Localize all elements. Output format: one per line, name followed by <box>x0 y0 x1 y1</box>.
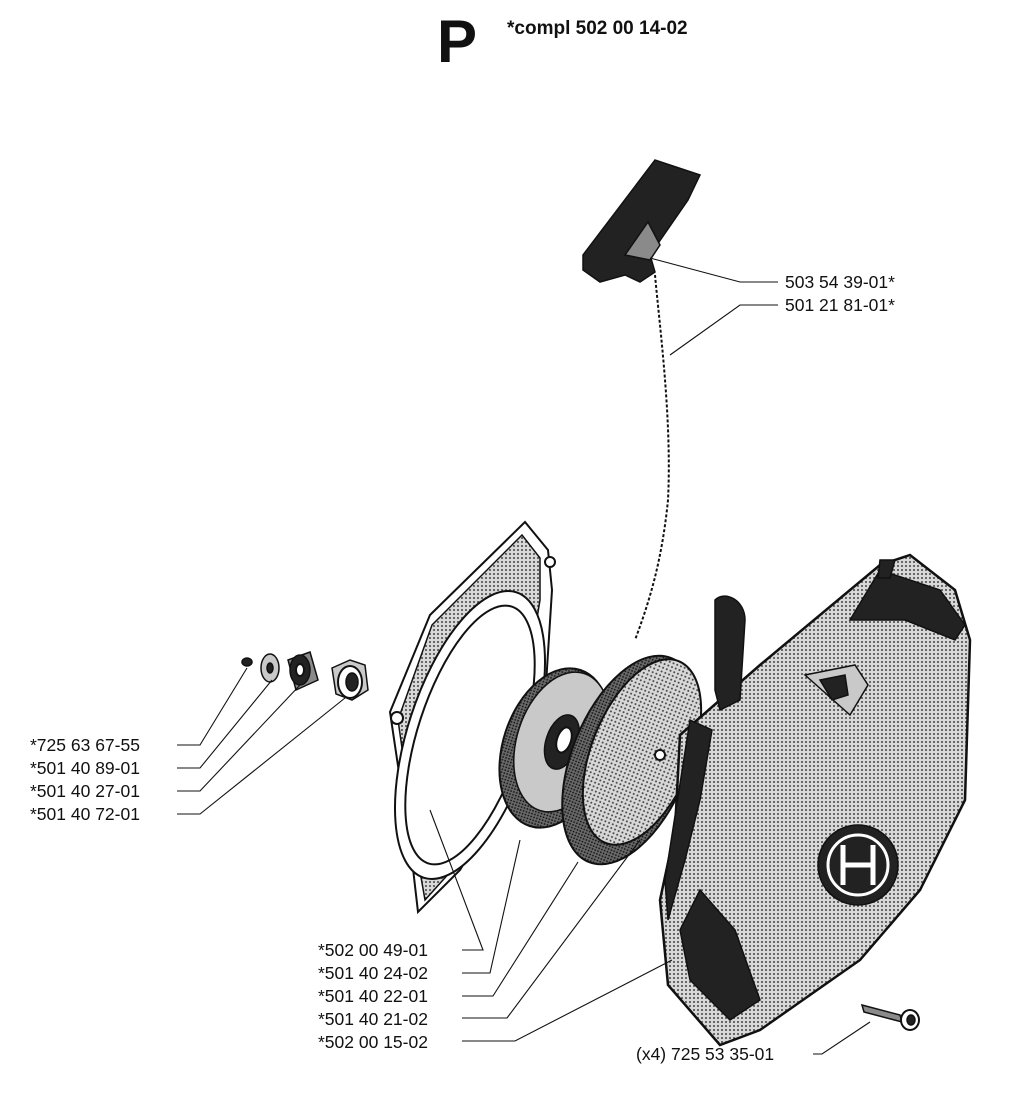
leader-lines <box>177 257 871 1055</box>
part-label-bolt: (x4) 725 53 35-01 <box>636 1044 774 1064</box>
part-label-rope: 501 21 81-01* <box>785 295 895 315</box>
part-label-pulley: *501 40 24-02 <box>318 963 428 983</box>
assembly-label: *compl 502 00 14-02 <box>507 18 688 39</box>
section-letter: P <box>437 8 478 75</box>
part-labels: 503 54 39-01* 501 21 81-01* *725 63 67-5… <box>30 272 895 1064</box>
part-label-plate: *502 00 49-01 <box>318 940 428 960</box>
part-label-handle: 503 54 39-01* <box>785 272 895 292</box>
part-label-washer: *501 40 89-01 <box>30 758 140 778</box>
recoil-spring <box>561 654 703 866</box>
starter-handle <box>582 159 702 283</box>
part-label-sleeve: *501 40 72-01 <box>30 804 140 824</box>
part-label-bushing: *501 40 27-01 <box>30 781 140 801</box>
starter-rope <box>634 274 670 641</box>
part-label-spring-cup: *501 40 21-02 <box>318 1009 428 1029</box>
cover-bolt <box>860 1003 920 1031</box>
screw-set <box>241 651 369 701</box>
part-label-cover: *502 00 15-02 <box>318 1032 428 1052</box>
part-label-screw: *725 63 67-55 <box>30 735 140 755</box>
part-label-spring: *501 40 22-01 <box>318 986 428 1006</box>
fan-housing-plate <box>388 520 556 915</box>
starter-cover <box>658 553 972 1047</box>
